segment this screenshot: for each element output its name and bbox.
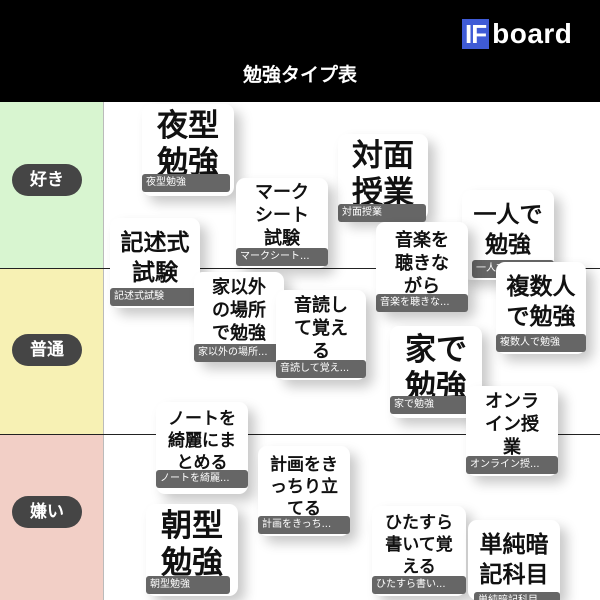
card-tag: 計画をきっち...: [258, 516, 350, 534]
card-title: 一人で 勉強: [473, 202, 543, 258]
ifboard-logo: IF board: [462, 18, 572, 50]
card-title: 音楽を 聴きな がら: [395, 230, 449, 297]
card-tag: オンライン授...: [466, 456, 558, 474]
card-iede[interactable]: 家で 勉強 家で勉強: [390, 326, 482, 418]
card-title: 家以外 の場所 で勉強: [212, 277, 266, 344]
logo-board-text: board: [492, 18, 573, 49]
card-asagata[interactable]: 朝型 勉強 朝型勉強: [146, 504, 238, 596]
card-tag: 家以外の場所...: [194, 344, 284, 362]
card-online[interactable]: オンラ イン授 業 オンライン授...: [466, 386, 558, 476]
card-ongaku[interactable]: 音楽を 聴きな がら 音楽を聴きな...: [376, 222, 468, 312]
row-divider-1: [0, 268, 600, 269]
page-title: 勉強タイプ表: [242, 64, 357, 86]
card-keikaku[interactable]: 計画をき っちり立 てる 計画をきっち...: [258, 446, 350, 536]
card-mark[interactable]: マーク シート 試験 マークシート...: [236, 178, 328, 268]
card-title: オンラ イン授 業: [485, 391, 539, 458]
card-title: 朝型 勉強: [161, 508, 223, 581]
card-yorugata[interactable]: 夜型 勉強 夜型勉強: [142, 104, 234, 196]
card-tag: 対面授業: [338, 204, 426, 222]
card-title: 記述式 試験: [120, 230, 190, 286]
logo-if-mark: IF: [462, 19, 490, 49]
card-fukusu[interactable]: 複数人 で勉強 複数人で勉強: [496, 262, 586, 354]
row-dislike: 嫌い: [0, 434, 600, 600]
card-tag: 記述式試験: [110, 288, 200, 306]
card-title: ひたすら 書いて覚 える: [385, 513, 453, 577]
card-title: 計画をき っちり立 てる: [270, 455, 338, 519]
card-tag: 音楽を聴きな...: [376, 294, 468, 312]
card-ieigai[interactable]: 家以外 の場所 で勉強 家以外の場所...: [194, 272, 284, 362]
row-label-dislike: 嫌い: [12, 496, 82, 528]
card-taimen[interactable]: 対面 授業 対面授業: [338, 134, 428, 222]
row-like: 好き: [0, 102, 600, 268]
card-title: 対面 授業: [352, 138, 414, 211]
card-title: 単純暗 記科目: [479, 532, 549, 588]
card-tag: 音読して覚え...: [276, 360, 366, 378]
card-title: 複数人 で勉強: [506, 274, 576, 330]
card-ondoku[interactable]: 音読し て覚え る 音読して覚え...: [276, 290, 366, 380]
card-tag: 夜型勉強: [142, 174, 230, 192]
card-tag: マークシート...: [236, 248, 328, 266]
card-tag: 家で勉強: [390, 396, 474, 414]
row-label-like: 好き: [12, 164, 82, 196]
card-tag: ひたすら書い...: [372, 576, 466, 594]
row-normal: 普通: [0, 268, 600, 434]
card-hitasura[interactable]: ひたすら 書いて覚 える ひたすら書い...: [372, 506, 466, 596]
card-tag: 朝型勉強: [146, 576, 230, 594]
header-bar: IF board 勉強タイプ表: [0, 0, 600, 102]
card-tag: 複数人で勉強: [496, 334, 586, 352]
card-tag: ノートを綺麗...: [156, 470, 248, 488]
row-label-normal: 普通: [12, 334, 82, 366]
row-divider-2: [0, 434, 600, 435]
card-note[interactable]: ノートを 綺麗にま とめる ノートを綺麗...: [156, 402, 248, 494]
card-title: 音読し て覚え る: [294, 295, 348, 362]
card-title: マーク シート 試験: [255, 182, 309, 249]
card-kijutsu[interactable]: 記述式 試験 記述式試験: [110, 218, 200, 308]
card-title: 夜型 勉強: [157, 108, 219, 181]
card-title: ノートを 綺麗にま とめる: [168, 409, 236, 473]
